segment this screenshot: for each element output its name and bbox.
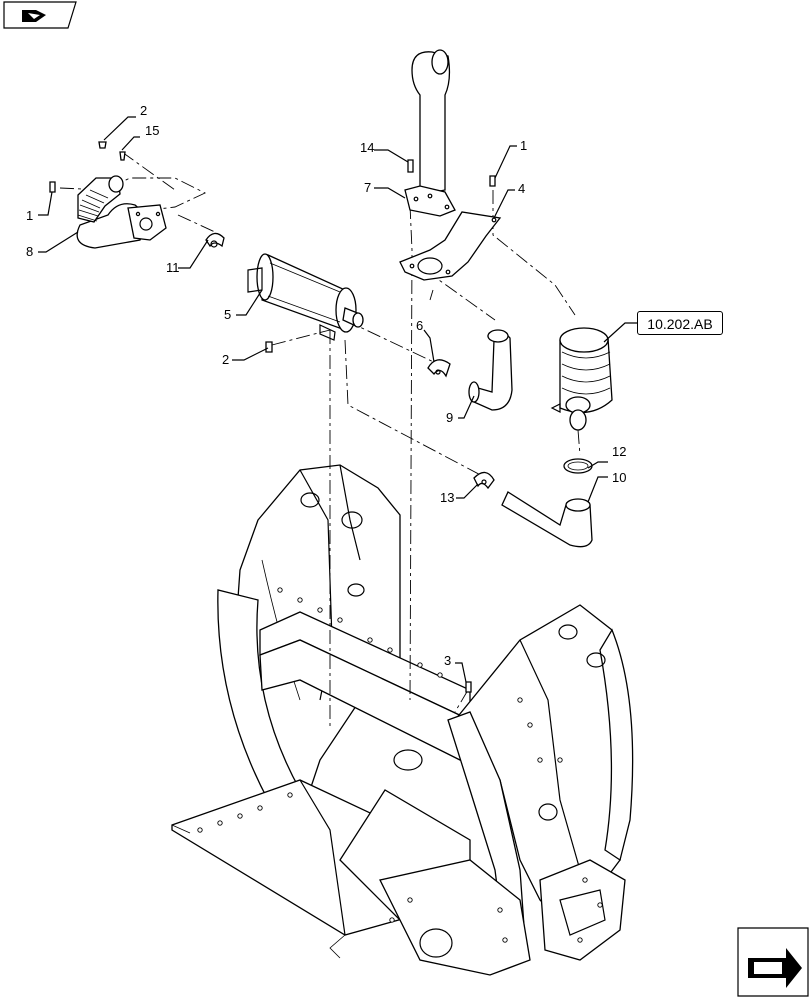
- reference-link-box[interactable]: 10.202.AB: [637, 311, 723, 335]
- callout-13: 13: [440, 490, 454, 505]
- assembly-centerlines: [59, 151, 581, 730]
- callout-5: 5: [224, 307, 231, 322]
- callout-2: 2: [222, 352, 229, 367]
- exhaust-bracket: [399, 211, 502, 281]
- muffler: [247, 253, 364, 341]
- callout-1: 1: [520, 138, 527, 153]
- loader-chassis-frame: [171, 464, 634, 976]
- clamp-part-11: [205, 232, 225, 248]
- callout-4: 4: [518, 181, 525, 196]
- hose-clamp-12: [563, 458, 593, 474]
- callout-2: 2: [140, 103, 147, 118]
- air-cleaner-assembly: [550, 327, 613, 431]
- clamp-part-13: [473, 471, 495, 490]
- callout-9: 9: [446, 410, 453, 425]
- callout-3: 3: [444, 653, 451, 668]
- callout-12: 12: [612, 444, 626, 459]
- leader-lines: [38, 116, 637, 683]
- callout-10: 10: [612, 470, 626, 485]
- exhaust-stack: [404, 49, 456, 217]
- intake-elbow-9: [468, 329, 513, 411]
- callout-7: 7: [364, 180, 371, 195]
- callout-labels: 2 15 1 8 11 5 2 14 7 1 4 6 9 13 12 10 3: [26, 103, 626, 668]
- clamp-part-6: [427, 359, 451, 378]
- callout-8: 8: [26, 244, 33, 259]
- callout-1: 1: [26, 208, 33, 223]
- callout-6: 6: [416, 318, 423, 333]
- callout-15: 15: [145, 123, 159, 138]
- callout-14: 14: [360, 140, 374, 155]
- next-page-arrow-icon[interactable]: [737, 927, 809, 997]
- page-flip-icon[interactable]: [3, 1, 77, 29]
- flex-exhaust-pipe: [76, 175, 167, 249]
- callout-11: 11: [166, 260, 180, 275]
- intake-elbow-10: [501, 491, 593, 548]
